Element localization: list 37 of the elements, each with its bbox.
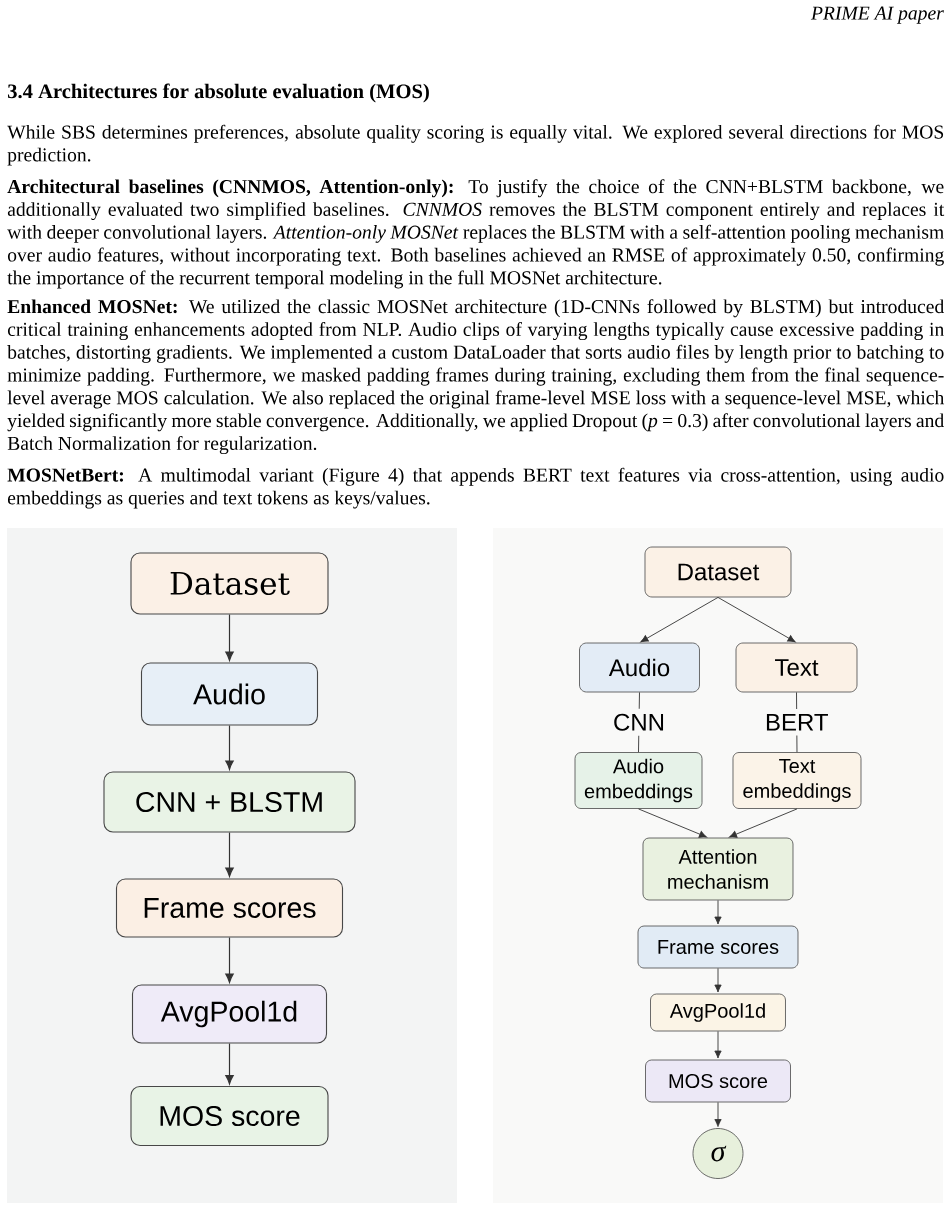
process-box: Dataset [644,546,792,598]
process-box: CNN + BLSTM [103,771,356,833]
process-box: Audio [579,642,700,693]
arrow [225,613,234,661]
process-box: Dataset [130,552,329,615]
arrow [717,596,796,643]
process-box: Text embeddings [732,752,862,809]
arrow [225,724,234,770]
process-box: Text [735,642,858,693]
process-box: Audio embeddings [574,752,703,809]
process-box: MOS score [645,1059,791,1103]
arrow [729,808,798,838]
arrow [638,808,707,838]
paragraph: Architectural baselines (CNNMOS, Attention-only): To justify the choice of the CNN+BLSTM backbone, we additionally evaluated two simplified baselines. CNNMOS removes the BLSTM component entirely and replaces it with deeper convolutional layers. Attention-only MOSNet replaces the BLSTM with a self-attention pooling mechanism over audio features, without incorporating text. Both baselines achieved an RMSE of approximately 0.50, confirming the importance of the recurrent temporal modeling in the full MOSNet architecture. [7,179,945,289]
edge-label: CNN [610,708,668,736]
arrow [714,1030,722,1059]
process-box: Audio [140,662,319,726]
edge-label: BERT [761,709,832,736]
circle-node: σ [692,1128,744,1179]
process-box: Attention mechanism [642,837,794,901]
section-heading: 3.4 Architectures for absolute evaluation (MOS) [7,83,429,103]
paragraph: While SBS determines preferences, absolute quality scoring is equally vital. We explored several directions for MOS prediction. [7,124,944,166]
process-box: AvgPool1d [650,993,786,1032]
process-box: Frame scores [637,925,799,969]
process-box: MOS score [130,1085,329,1147]
arrow [640,596,719,643]
arrow [714,1101,722,1127]
paragraph: Enhanced MOSNet: We utilized the classic MOSNet architecture (1D-CNNs followed by BLSTM) but introduced critical training enhancements adopted from NLP. Audio clips of varying lengths typically cause excessive padding in batches, distorting gradients. We implemented a custom DataLoader that sorts audio files by length prior to batching to minimize padding. Furthermore, we masked padding frames during training, excluding them from the final sequence-level average MOS calculation. We also replaced the original frame-level MSE loss with a sequence-level MSE, which yielded significantly more stable convergence. Additionally, we applied Dropout (p = 0.3) after convolutional layers and Batch Normalization for regularization. [7,299,945,455]
arrow [225,831,234,877]
paragraph: MOSNetBert: A multimodal variant (Figure 4) that appends BERT text features via cross-attention, using audio embeddings as queries and text tokens as keys/values. [7,467,944,509]
arrow [225,1042,234,1085]
running-header: PRIME AI paper [810,6,944,24]
arrow [714,899,722,925]
arrow [225,936,234,983]
arrow [714,967,722,993]
process-box: AvgPool1d [131,984,328,1044]
process-box: Frame scores [115,878,344,938]
